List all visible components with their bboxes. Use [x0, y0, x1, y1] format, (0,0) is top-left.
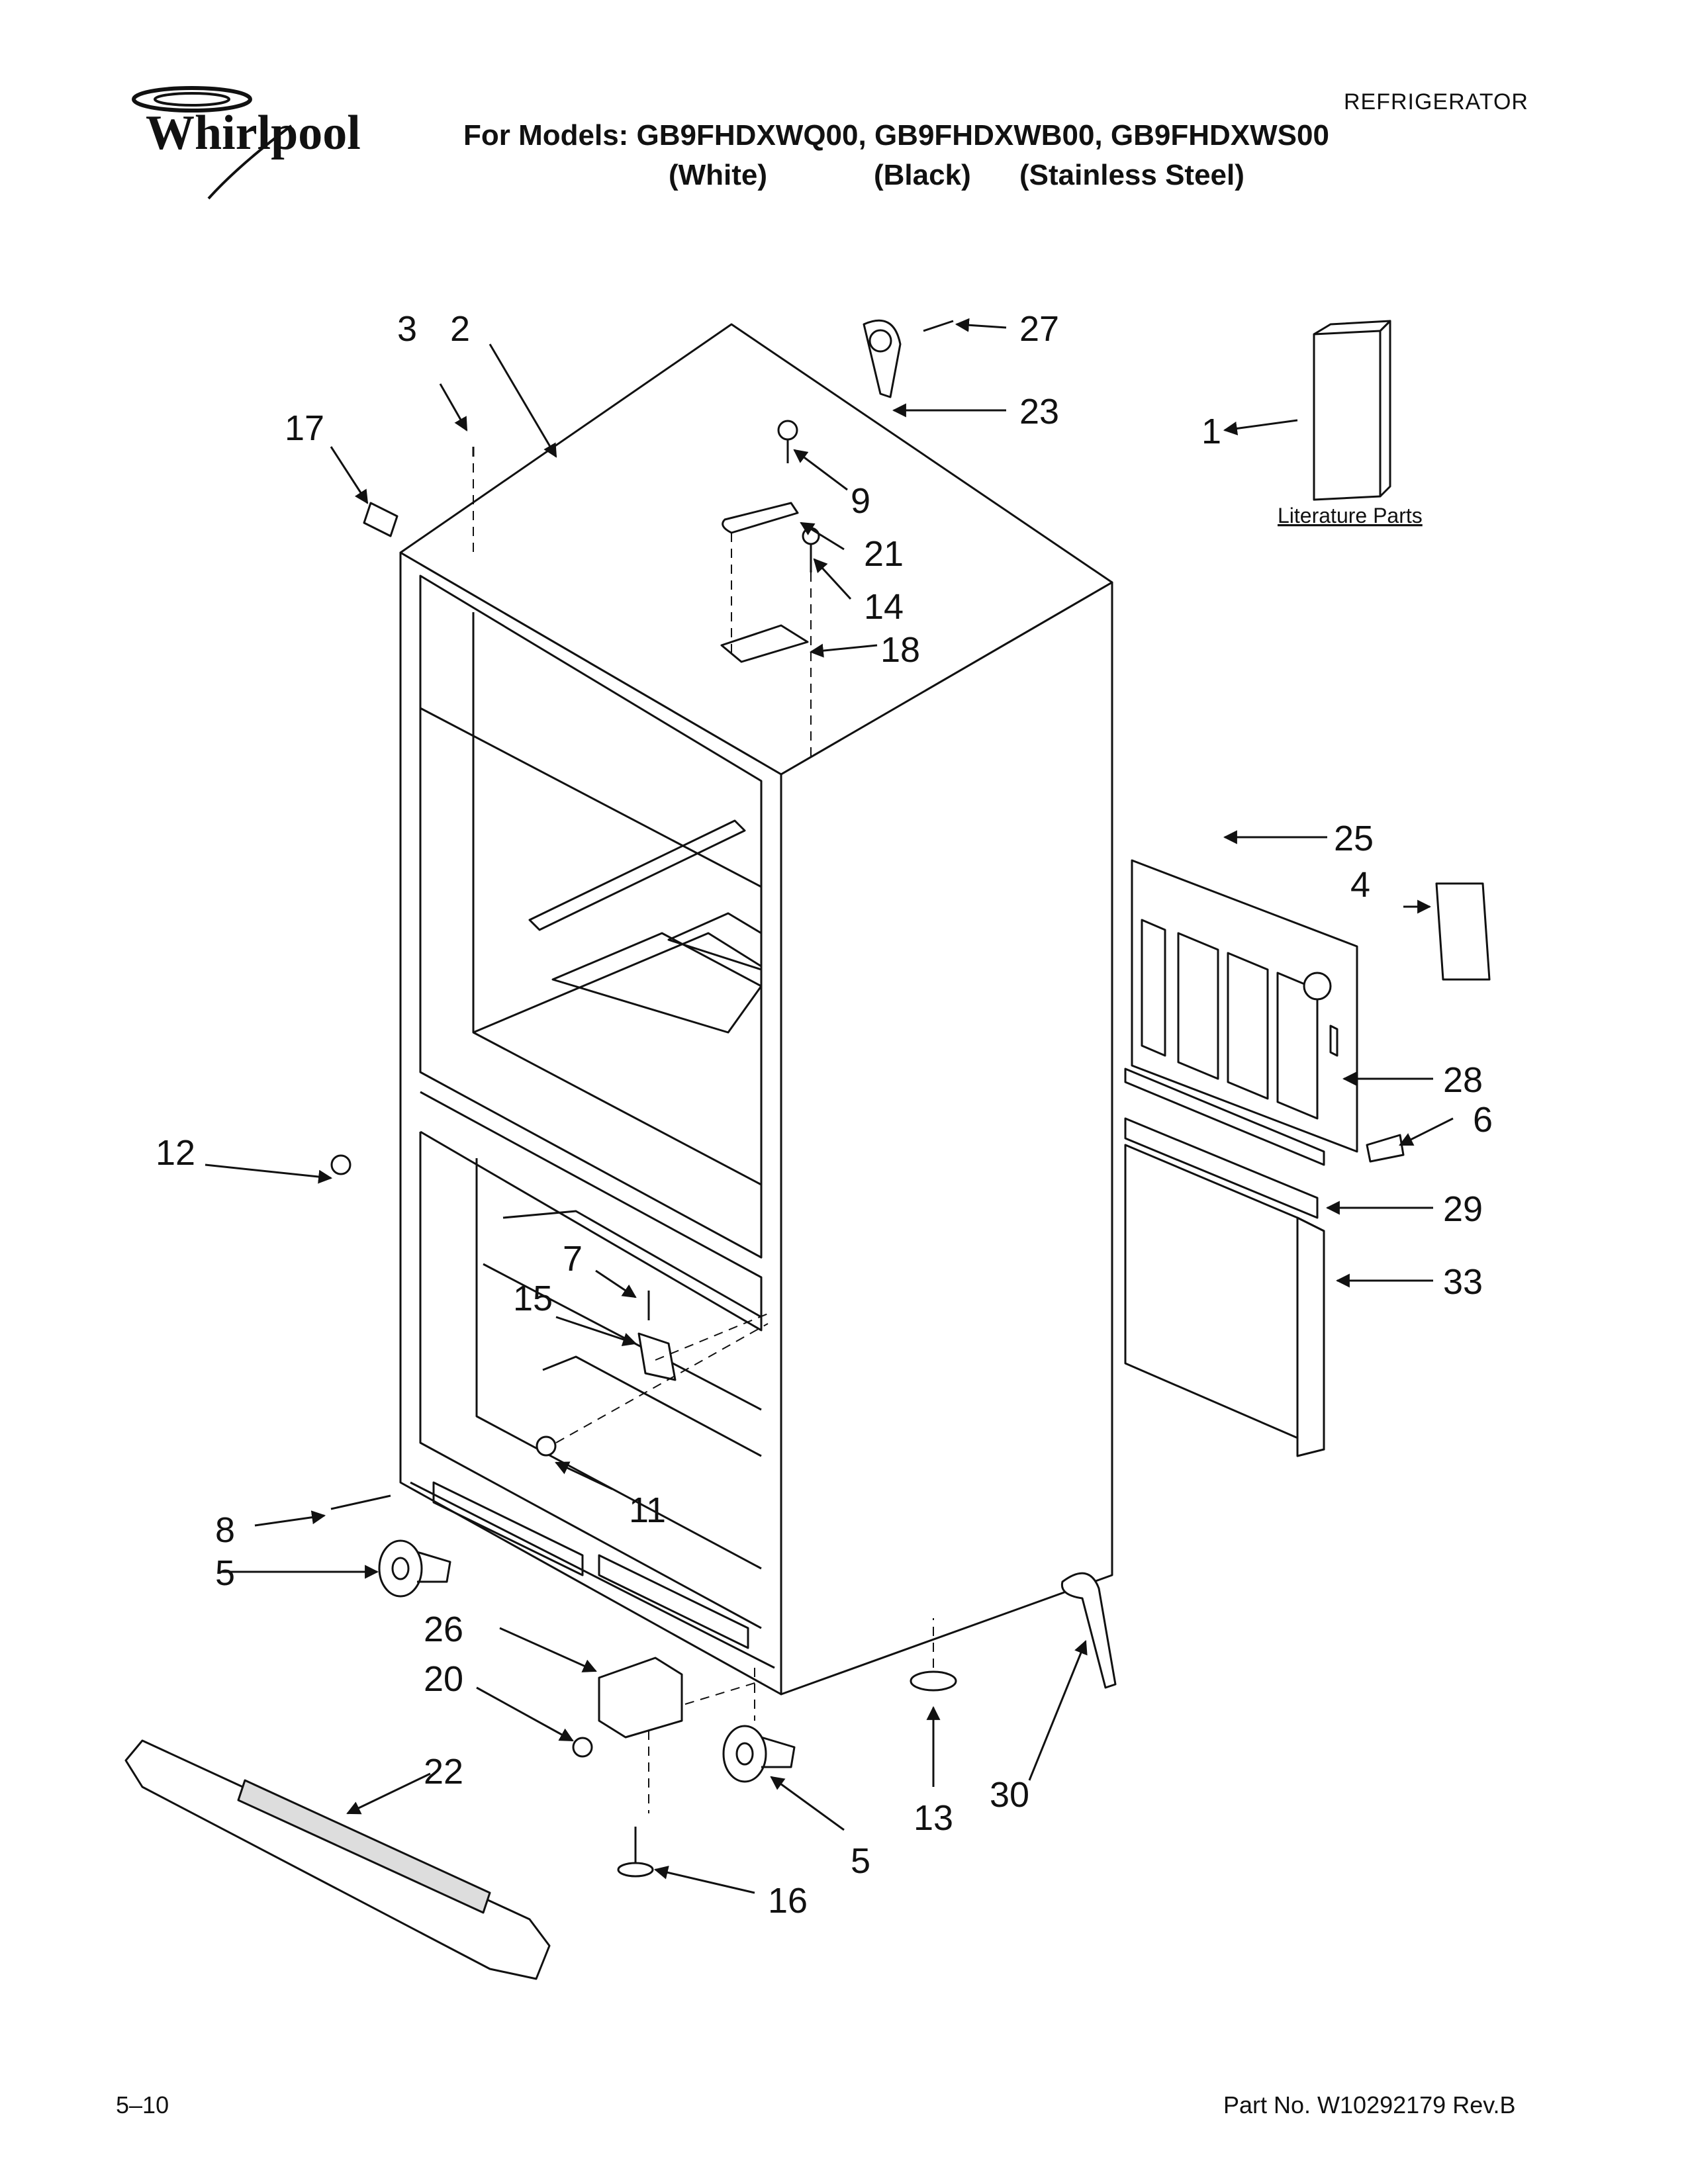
door-closer-hub [868, 329, 892, 353]
leader-5b [770, 1776, 845, 1831]
callout-3: 3 [397, 309, 417, 349]
leader-15 [555, 1316, 637, 1346]
caster-left [378, 1539, 451, 1598]
top-hinge-bracket [720, 624, 809, 663]
top-hinge-cover [722, 502, 799, 534]
access-panel-edge [1296, 1216, 1325, 1457]
leader-2 [489, 343, 557, 458]
leveling-leg-16-foot [617, 1862, 654, 1878]
toe-grille-vents [237, 1779, 491, 1914]
leader-22 [346, 1772, 431, 1815]
callout-2: 2 [450, 309, 470, 349]
callout-26: 26 [424, 1610, 463, 1649]
callout-12: 12 [156, 1133, 195, 1173]
leader-8 [254, 1510, 326, 1527]
leader-17 [330, 446, 369, 504]
color-black: (Black) [874, 159, 971, 191]
leader-1 [1223, 419, 1298, 435]
callout-27: 27 [1019, 309, 1059, 349]
callout-8: 8 [215, 1510, 235, 1550]
leader-14 [813, 558, 852, 600]
assembly-line-11 [555, 1323, 769, 1443]
leader-26 [499, 1627, 597, 1672]
callout-6: 6 [1473, 1100, 1493, 1140]
whirlpool-logo: Whirlpool [132, 86, 361, 200]
toe-grille-22 [124, 1739, 551, 1980]
machine-compartment-cover [1131, 859, 1358, 1153]
leader-9 [793, 449, 848, 491]
refrigerator-cabinet [399, 323, 1113, 1696]
whirlpool-logo-text: Whirlpool [146, 106, 361, 160]
callout-5a: 5 [215, 1553, 235, 1593]
plug-13 [910, 1670, 957, 1692]
callout-29: 29 [1443, 1189, 1483, 1229]
leader-18 [809, 643, 878, 658]
callout-25: 25 [1334, 819, 1374, 858]
clip-6 [1366, 1134, 1405, 1163]
bottom-hinge-15 [637, 1332, 677, 1381]
callout-15: 15 [513, 1279, 553, 1318]
leader-7 [595, 1269, 637, 1298]
callout-11: 11 [629, 1490, 666, 1530]
callout-21: 21 [864, 534, 904, 574]
callout-9: 9 [851, 481, 870, 521]
callout-16: 16 [768, 1881, 808, 1921]
leader-12 [205, 1163, 333, 1184]
screw-12 [330, 1154, 352, 1175]
roller-bracket-26 [598, 1657, 683, 1739]
leader-11 [555, 1461, 613, 1490]
caster-right [722, 1725, 796, 1783]
callout-18: 18 [880, 630, 920, 670]
leveling-screw-8 [330, 1494, 391, 1510]
callout-30: 30 [990, 1775, 1029, 1815]
bracket-4 [1435, 882, 1491, 981]
part-number: Part No. W10292179 Rev.B [1223, 2091, 1516, 2118]
callout-17: 17 [285, 408, 324, 448]
callout-33: 33 [1443, 1262, 1483, 1302]
rear-strip-29 [1124, 1117, 1319, 1219]
screw-20 [572, 1737, 593, 1758]
page-number: 5–10 [116, 2091, 169, 2118]
literature-parts-booklet [1313, 320, 1391, 501]
leader-20 [476, 1686, 574, 1742]
leader-21 [800, 522, 845, 551]
callout-14: 14 [864, 587, 904, 627]
leader-30 [1028, 1640, 1088, 1781]
color-white: (White) [669, 159, 768, 191]
trim-piece-17 [363, 502, 399, 537]
callout-20: 20 [424, 1659, 463, 1699]
bolt-11 [536, 1435, 557, 1457]
callout-7: 7 [563, 1239, 583, 1279]
leader-27 [955, 318, 1007, 332]
assembly-line-bracket [684, 1680, 762, 1705]
leader-6 [1399, 1117, 1454, 1146]
literature-parts-label: Literature Parts [1278, 504, 1423, 527]
wrench-30 [1060, 1572, 1117, 1689]
callout-13: 13 [914, 1798, 953, 1838]
leader-16 [653, 1866, 755, 1894]
hinge-screw [777, 420, 798, 441]
callout-5b: 5 [851, 1841, 870, 1881]
color-stainless: (Stainless Steel) [1019, 159, 1244, 191]
models-line: For Models: GB9FHDXWQ00, GB9FHDXWB00, GB… [463, 119, 1329, 152]
closer-screw [923, 320, 954, 332]
callout-23: 23 [1019, 392, 1059, 432]
callout-4: 4 [1350, 865, 1370, 905]
hinge-screw-2 [802, 527, 820, 545]
callout-22: 22 [424, 1752, 463, 1792]
rear-grille-strip-28 [1124, 1068, 1325, 1166]
callout-1: 1 [1201, 412, 1221, 451]
assembly-line-15 [655, 1313, 769, 1361]
leader-3 [439, 383, 468, 432]
category-label: REFRIGERATOR [1344, 89, 1528, 114]
callout-28: 28 [1443, 1060, 1483, 1100]
